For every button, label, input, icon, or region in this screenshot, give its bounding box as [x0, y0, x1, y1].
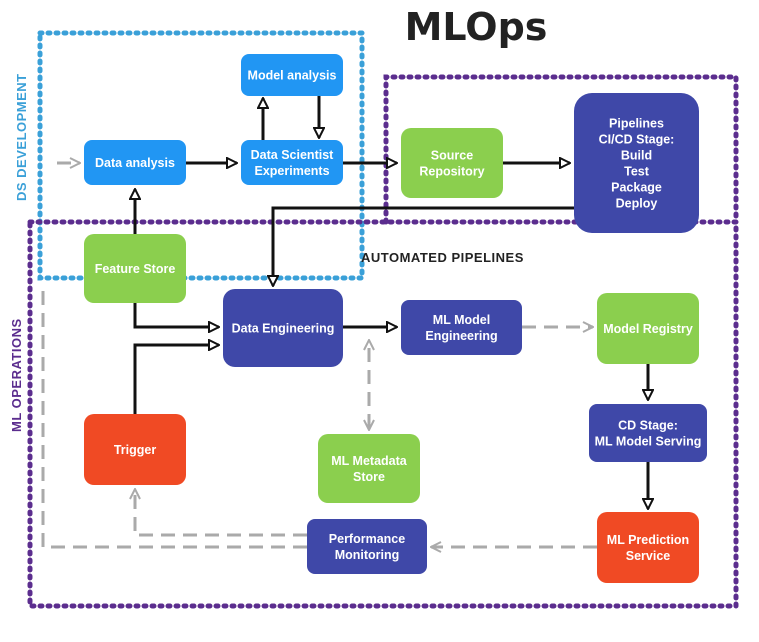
node-label-line: Source [431, 149, 473, 163]
node-box [574, 93, 699, 233]
node-label-line: ML Metadata [331, 454, 408, 468]
node-label-line: Data analysis [95, 156, 175, 170]
node-label-line: Data Engineering [232, 322, 335, 336]
node-model-registry: Model Registry [597, 293, 699, 364]
automated-pipelines-label: AUTOMATED PIPELINES [361, 250, 524, 265]
node-label-line: Monitoring [335, 548, 400, 562]
node-label-line: Trigger [114, 443, 157, 457]
solid-connectors [135, 96, 648, 509]
dashed-connectors [41, 163, 597, 549]
ds-development-label: DS DEVELOPMENT [14, 73, 29, 201]
node-box [597, 293, 699, 364]
node-model-analysis: Model analysis [241, 54, 343, 96]
node-label-line: Model analysis [248, 69, 337, 83]
node-label-line: CI/CD Stage: [599, 133, 675, 147]
node-label-line: Test [624, 165, 650, 179]
node-trigger: Trigger [84, 414, 186, 485]
node-label-line: Repository [419, 165, 484, 179]
ml-operations-label: ML OPERATIONS [9, 318, 24, 432]
arrow-pipelines-to-data-engineering [273, 206, 574, 286]
node-label-line: Engineering [425, 329, 497, 343]
node-label-line: Model Registry [603, 322, 693, 336]
node-label-line: Deploy [616, 197, 658, 211]
ml-operations-region [27, 219, 739, 609]
node-label-line: ML Model [433, 313, 490, 327]
node-label-line: Experiments [254, 164, 329, 178]
node-label-line: ML Prediction [607, 533, 689, 547]
node-label-line: Performance [329, 532, 405, 546]
node-label-line: Build [621, 149, 652, 163]
arrow-monitoring-to-trigger [135, 489, 307, 537]
node-label-line: Store [353, 470, 385, 484]
node-label-line: Pipelines [609, 117, 664, 131]
node-box [597, 512, 699, 583]
ds-development-region [37, 30, 365, 281]
monitoring-feedback-line [41, 290, 307, 549]
node-box [589, 404, 707, 462]
node-label-line: Data Scientist [251, 148, 335, 162]
node-box [223, 289, 343, 367]
node-box [241, 54, 343, 96]
node-box [84, 234, 186, 303]
node-label-line: CD Stage: [618, 419, 678, 433]
diagram-title: MLOps [405, 5, 548, 49]
node-data-analysis: Data analysis [84, 140, 186, 185]
node-box [401, 300, 522, 355]
node-box [84, 414, 186, 485]
node-box [307, 519, 427, 574]
node-box [241, 140, 343, 185]
node-box [84, 140, 186, 185]
node-label-line: ML Model Serving [595, 435, 702, 449]
node-box [401, 128, 503, 198]
node-data-engineering: Data Engineering [223, 289, 343, 367]
node-label-line: Package [611, 181, 662, 195]
arrow-trigger-to-data-engineering [133, 345, 219, 414]
node-box [318, 434, 420, 503]
node-label-line: Feature Store [95, 262, 176, 276]
node-cd-stage: CD Stage: ML Model Serving [589, 404, 707, 462]
node-feature-store: Feature Store [84, 234, 186, 303]
automated-pipelines-region [383, 74, 739, 225]
node-label-line: Service [626, 549, 671, 563]
arrow-feature-store-to-data-engineering [133, 303, 219, 327]
